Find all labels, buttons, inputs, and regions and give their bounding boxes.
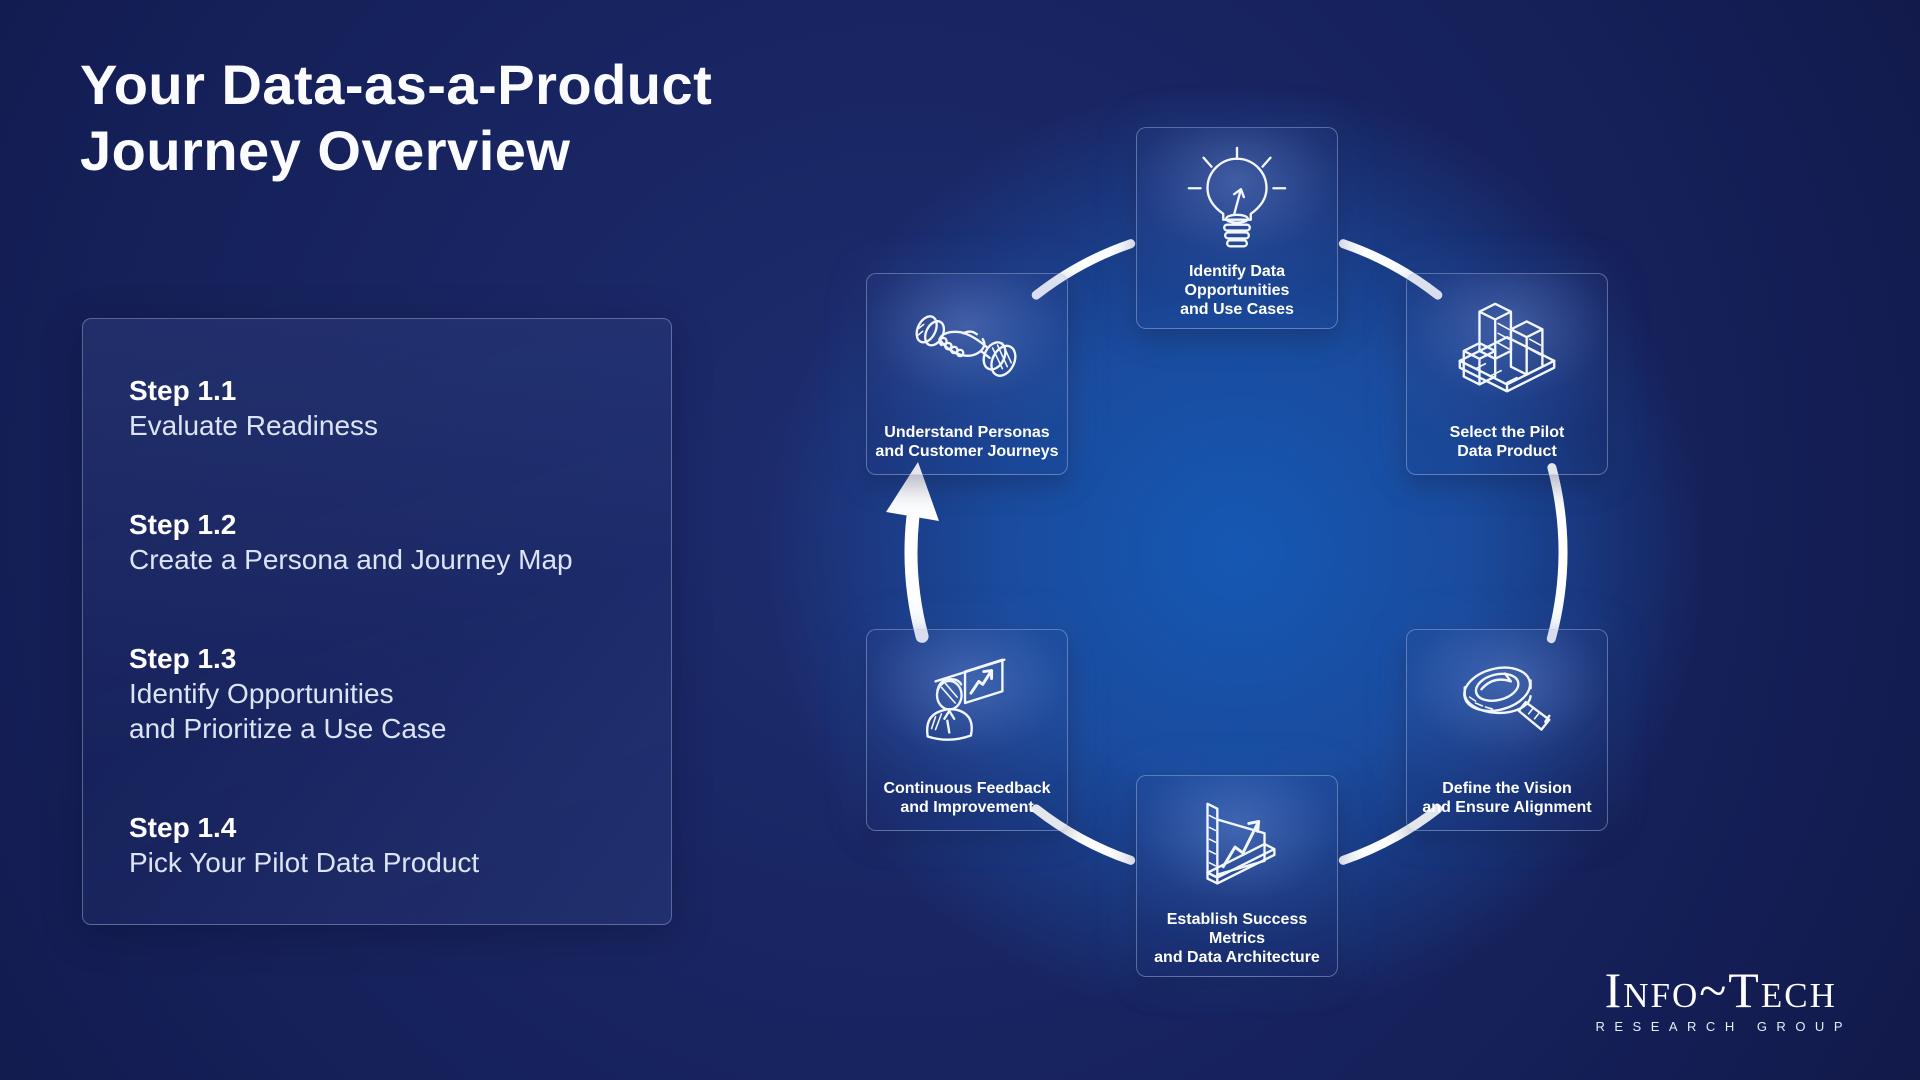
ring-arc-right [1546,463,1568,644]
journey-node-label: Select the Pilot Data Product [1449,424,1565,460]
step-label: Step 1.1 [129,375,237,406]
step-item-1-3: Step 1.3 Identify Opportunities and Prio… [129,641,631,746]
logo-subtitle: RESEARCH GROUP [1595,1019,1852,1034]
handshake-icon [915,315,1017,377]
journey-node-label: Define the Vision and Ensure Alignment [1422,780,1592,816]
step-label: Step 1.2 [129,509,237,540]
step-item-1-2: Step 1.2 Create a Persona and Journey Ma… [129,507,631,577]
steps-panel: Step 1.1 Evaluate Readiness Step 1.2 Cre… [82,318,672,925]
journey-node-label: Identify Data Opportunities and Use Case… [1180,263,1294,318]
infotech-logo: Info~Tech RESEARCH GROUP [1589,965,1852,1034]
step-label: Step 1.4 [129,812,237,843]
journey-node-identify-data-opportunities: Identify Data Opportunities and Use Case… [1136,127,1338,329]
isometric-bar-chart-icon [1458,302,1556,393]
journey-node-understand-personas: Understand Personas and Customer Journey… [866,273,1068,475]
flow-arrow-icon [886,462,939,643]
step-label: Step 1.3 [129,643,237,674]
page-title: Your Data-as-a-Product Journey Overview [80,53,713,182]
journey-node-select-pilot-data-product: Select the Pilot Data Product [1406,273,1608,475]
journey-node-establish-success-metrics: Establish Success Metrics and Data Archi… [1136,775,1338,977]
journey-node-label: Establish Success Metrics and Data Archi… [1154,911,1320,966]
step-item-1-1: Step 1.1 Evaluate Readiness [129,373,631,443]
journey-node-label: Continuous Feedback and Improvement [883,780,1051,816]
magnifying-glass-icon [1463,666,1551,731]
step-description: Evaluate Readiness [129,410,379,441]
presenter-chart-icon [926,658,1006,741]
growth-chart-icon [1206,802,1276,885]
step-item-1-4: Step 1.4 Pick Your Pilot Data Product [129,810,631,880]
journey-node-continuous-feedback: Continuous Feedback and Improvement [866,629,1068,831]
journey-node-define-vision: Define the Vision and Ensure Alignment [1406,629,1608,831]
journey-node-label: Understand Personas and Customer Journey… [875,424,1059,460]
step-description: Pick Your Pilot Data Product [129,847,480,878]
lightbulb-icon [1187,146,1287,248]
logo-wordmark: Info~Tech [1604,962,1837,1018]
step-description: Create a Persona and Journey Map [129,544,573,575]
step-description: Identify Opportunities and Prioritize a … [129,678,447,744]
